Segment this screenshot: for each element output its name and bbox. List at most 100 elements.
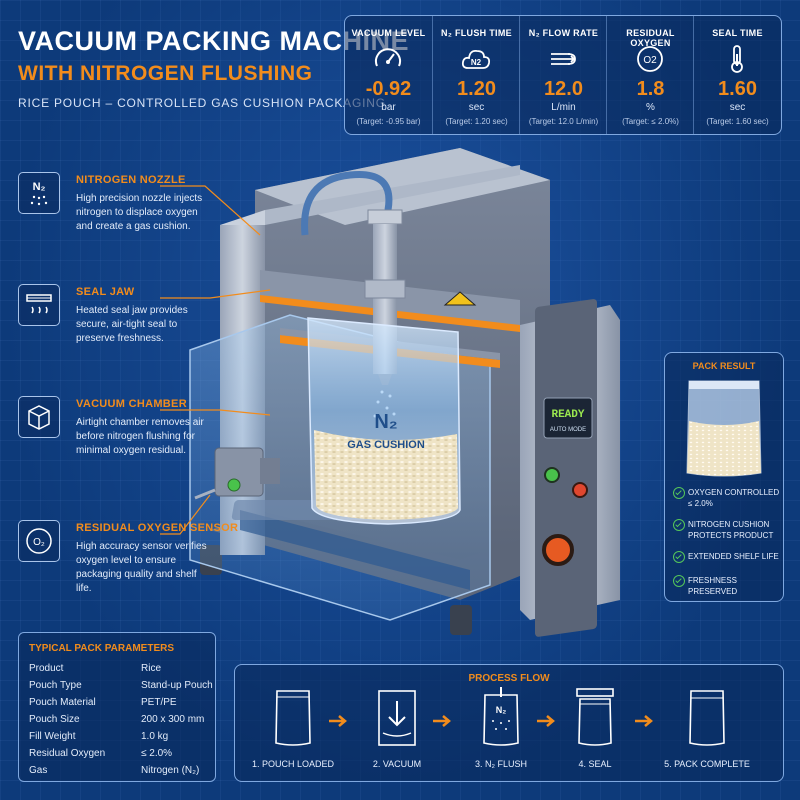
- machine-illustration: N₂ GAS CUSHION READY AUTO MODE: [160, 148, 620, 637]
- step-label: 5. PACK COMPLETE: [664, 759, 750, 769]
- callout-connectors: [160, 185, 271, 535]
- table-row: Residual Oxygen≤ 2.0%: [29, 748, 173, 759]
- metric-target: (Target: 1.60 sec): [706, 117, 769, 126]
- n2-cloud-icon: N2: [461, 49, 491, 69]
- n2-nozzle-icon: N₂: [18, 172, 60, 214]
- metric-seal-time: SEAL TIME 1.60 sec (Target: 1.60 sec): [693, 16, 781, 134]
- check-item: OXYGEN CONTROLLED ≤ 2.0%: [673, 487, 779, 509]
- metric-n2-flow-rate: N₂ FLOW RATE 12.0 L/min (Target: 12.0 L/…: [519, 16, 607, 134]
- metric-value: 1.20: [457, 78, 496, 100]
- o2-icon: O2: [637, 46, 663, 72]
- callout-description: Heated seal jaw provides secure, air-tig…: [76, 305, 188, 344]
- callout-description: High accuracy sensor verifies oxygen lev…: [76, 541, 207, 594]
- callout-title: SEAL JAW: [76, 286, 135, 298]
- bag-cushion-label: GAS CUSHION: [347, 439, 425, 451]
- metric-label: N₂ FLUSH TIME: [441, 28, 512, 38]
- metric-target: (Target: ≤ 2.0%): [622, 117, 679, 126]
- callout-nitrogen-nozzle: N₂ NITROGEN NOZZLE High precision nozzle…: [18, 172, 228, 252]
- stop-button[interactable]: [572, 482, 588, 498]
- parameters-title: TYPICAL PACK PARAMETERS: [29, 643, 175, 654]
- metric-value: -0.92: [365, 78, 412, 100]
- seal-icon: [576, 688, 614, 746]
- svg-text:N₂: N₂: [33, 181, 46, 193]
- pack-result-panel: PACK RESULT OXYGEN CONTROLLED ≤ 2.0% NIT…: [664, 352, 784, 602]
- metric-unit: sec: [468, 102, 485, 113]
- pouch-icon: [275, 690, 311, 746]
- start-button[interactable]: [544, 467, 560, 483]
- callout-title: RESIDUAL OXYGEN SENSOR: [76, 522, 239, 534]
- arrow-right-icon: [537, 715, 555, 727]
- flow-icon: [551, 53, 576, 65]
- metric-unit: L/min: [551, 102, 576, 113]
- gauge-icon: [375, 48, 401, 67]
- control-panel: [520, 299, 620, 637]
- metric-target: (Target: -0.95 bar): [356, 117, 421, 126]
- callout-vacuum-chamber: VACUUM CHAMBER Airtight chamber removes …: [18, 396, 228, 496]
- svg-text:O2: O2: [643, 55, 657, 66]
- metric-label: SEAL TIME: [712, 28, 763, 38]
- seal-heat-icon: [18, 284, 60, 326]
- metric-vacuum-level: VACUUM LEVEL -0.92 bar (Target: -0.95 ba…: [345, 16, 432, 134]
- display-status: READY: [551, 409, 584, 421]
- metric-unit: sec: [729, 102, 746, 113]
- callout-residual-oxygen-sensor: O₂ RESIDUAL OXYGEN SENSOR High accuracy …: [18, 520, 238, 610]
- check-icon: [673, 487, 685, 499]
- check-item: EXTENDED SHELF LIFE: [673, 551, 779, 563]
- metric-residual-oxygen: RESIDUAL OXYGEN O2 1.8 % (Target: ≤ 2.0%…: [606, 16, 694, 134]
- metric-value: 12.0: [544, 78, 583, 100]
- step-label: 2. VACUUM: [372, 759, 422, 769]
- check-item: NITROGEN CUSHION PROTECTS PRODUCT: [673, 519, 779, 541]
- vacuum-icon: [378, 690, 416, 746]
- process-flow-title: PROCESS FLOW: [468, 673, 550, 684]
- metrics-panel: VACUUM LEVEL -0.92 bar (Target: -0.95 ba…: [344, 15, 782, 135]
- callout-description: Airtight chamber removes air before nitr…: [76, 417, 204, 456]
- check-icon: [673, 551, 685, 563]
- display-mode: AUTO MODE: [550, 427, 586, 433]
- arrow-right-icon: [433, 715, 451, 727]
- metric-n2-flush-time: N₂ FLUSH TIME N2 1.20 sec (Target: 1.20 …: [432, 16, 520, 134]
- svg-text:N₂: N₂: [496, 705, 507, 715]
- metric-target: (Target: 12.0 L/min): [528, 117, 599, 126]
- flow-step-n2-flush: N₂ 3. N₂ FLUSH: [461, 687, 541, 777]
- callout-title: VACUUM CHAMBER: [76, 398, 187, 410]
- n2-flush-icon: N₂: [483, 687, 519, 746]
- rice-pouch: N₂ GAS CUSHION: [307, 317, 461, 525]
- callout-title: NITROGEN NOZZLE: [76, 174, 186, 186]
- pack-result-title: PACK RESULT: [692, 361, 756, 371]
- flow-step-pouch-loaded: 1. POUCH LOADED: [252, 687, 334, 777]
- check-item: FRESHNESS PRESERVED: [673, 575, 779, 596]
- oxygen-sensor: [194, 447, 280, 500]
- page-subtitle: RICE POUCH – CONTROLLED GAS CUSHION PACK…: [18, 96, 386, 110]
- check-icon: [673, 575, 685, 587]
- callout-seal-jaw: SEAL JAW Heated seal jaw provides secure…: [18, 284, 228, 364]
- check-icon: [673, 519, 685, 531]
- metric-target: (Target: 1.20 sec): [445, 117, 508, 126]
- o2-sensor-icon: O₂: [18, 520, 60, 562]
- metric-unit: bar: [381, 102, 396, 113]
- bag-gas-label: N₂: [374, 411, 397, 433]
- metric-label: VACUUM LEVEL: [351, 28, 426, 38]
- cube-icon: [18, 396, 60, 438]
- flow-step-pack-complete: 5. PACK COMPLETE: [664, 687, 750, 777]
- pack-complete-icon: [689, 690, 725, 746]
- callout-description: High precision nozzle injects nitrogen t…: [76, 193, 203, 232]
- flow-step-seal: 4. SEAL: [555, 687, 635, 777]
- metric-label: N₂ FLOW RATE: [528, 28, 599, 38]
- arrow-right-icon: [635, 715, 653, 727]
- metric-label: RESIDUAL OXYGEN: [626, 28, 675, 48]
- metric-value: 1.60: [718, 78, 757, 100]
- pack-image: [686, 380, 762, 477]
- emergency-stop-button[interactable]: [542, 534, 574, 566]
- svg-text:N2: N2: [471, 58, 482, 67]
- arrow-right-icon: [329, 715, 347, 727]
- page-title: VACUUM PACKING MACHINE: [18, 26, 409, 56]
- control-display: READY AUTO MODE: [543, 397, 593, 439]
- metric-unit: %: [646, 102, 655, 113]
